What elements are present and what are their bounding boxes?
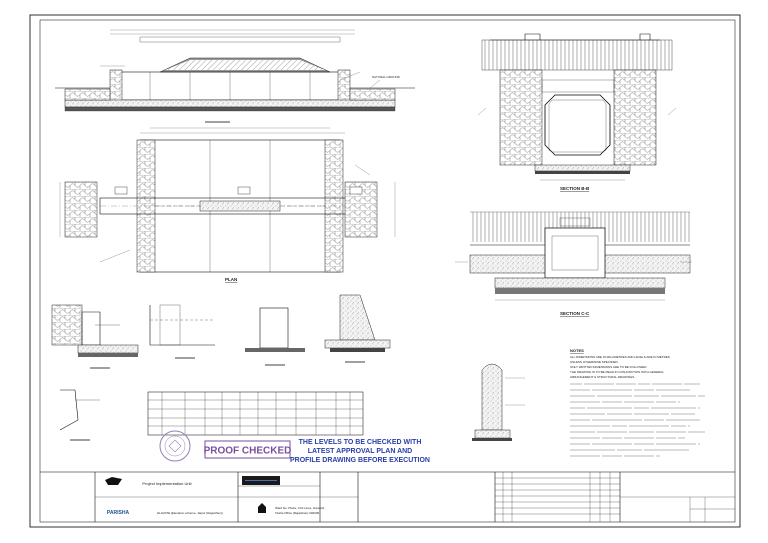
note-line-5: ARRANGEMENT & STRUCTURAL DRAWINGS.: [570, 375, 635, 379]
address-line-1: Ward No. Plaza, Civil Lines, Ganeshi,: [275, 506, 325, 510]
consultant-line: Project Implementation Unit: [142, 481, 192, 486]
schedule-table: [147, 391, 364, 436]
address-line-2: Tiraha Office (Rajasthan) 302006: [275, 511, 320, 515]
stamp-text: PROOF CHECKED: [204, 446, 292, 457]
warning-line-3: PROFILE DRAWING BEFORE EXECUTION: [290, 457, 430, 464]
longitudinal-section: NATURAL GROUND: [55, 29, 415, 123]
warning-line-2: LATEST APPROVAL PLAN AND: [308, 448, 412, 455]
plan-view-title: PLAN: [225, 277, 237, 282]
notes-title: NOTES: [570, 348, 584, 353]
section-bb: SECTION B-B: [477, 33, 677, 191]
approval-seal: [159, 430, 191, 462]
notes-block: NOTES ALL DIMENSIONS ARE IN MILLIMETRES …: [570, 348, 705, 457]
emblem-icon: [258, 503, 266, 513]
plan-view: PLAN: [59, 127, 396, 282]
section-cc-title: SECTION C-C: [560, 311, 590, 316]
proof-checked-stamp: PROOF CHECKED: [204, 440, 292, 459]
section-bb-title: SECTION B-B: [560, 186, 590, 191]
detail-sketches: [51, 294, 391, 441]
company-logo-icon: [105, 477, 122, 485]
project-line: ELAVATE (Elevation scheme, Jaipur (Rajas…: [157, 511, 223, 515]
note-line-2: UNLESS OTHERWISE SPECIFIED.: [570, 360, 619, 364]
warning-line-1: THE LEVELS TO BE CHECKED WITH: [299, 439, 422, 446]
outer-border: [29, 14, 741, 528]
inner-border: [39, 19, 736, 523]
note-line-3: ONLY WRITTEN DIMENSIONS ARE TO BE FOLLOW…: [570, 365, 647, 369]
section-cc: SECTION C-C: [455, 211, 692, 316]
note-line-4: THE DRAWING IS TO BE READ IN CONJUNCTION…: [570, 370, 664, 374]
pier-detail: [472, 363, 525, 441]
note-line-1: ALL DIMENSIONS ARE IN MILLIMETRES AND LE…: [570, 355, 670, 359]
client-logo-text: PARISHA: [107, 510, 130, 516]
title-block: Project Implementation Unit PARISHA ELAV…: [40, 471, 735, 522]
warning-note: THE LEVELS TO BE CHECKED WITH LATEST APP…: [290, 439, 430, 464]
natural-ground-label: NATURAL GROUND: [372, 75, 401, 79]
